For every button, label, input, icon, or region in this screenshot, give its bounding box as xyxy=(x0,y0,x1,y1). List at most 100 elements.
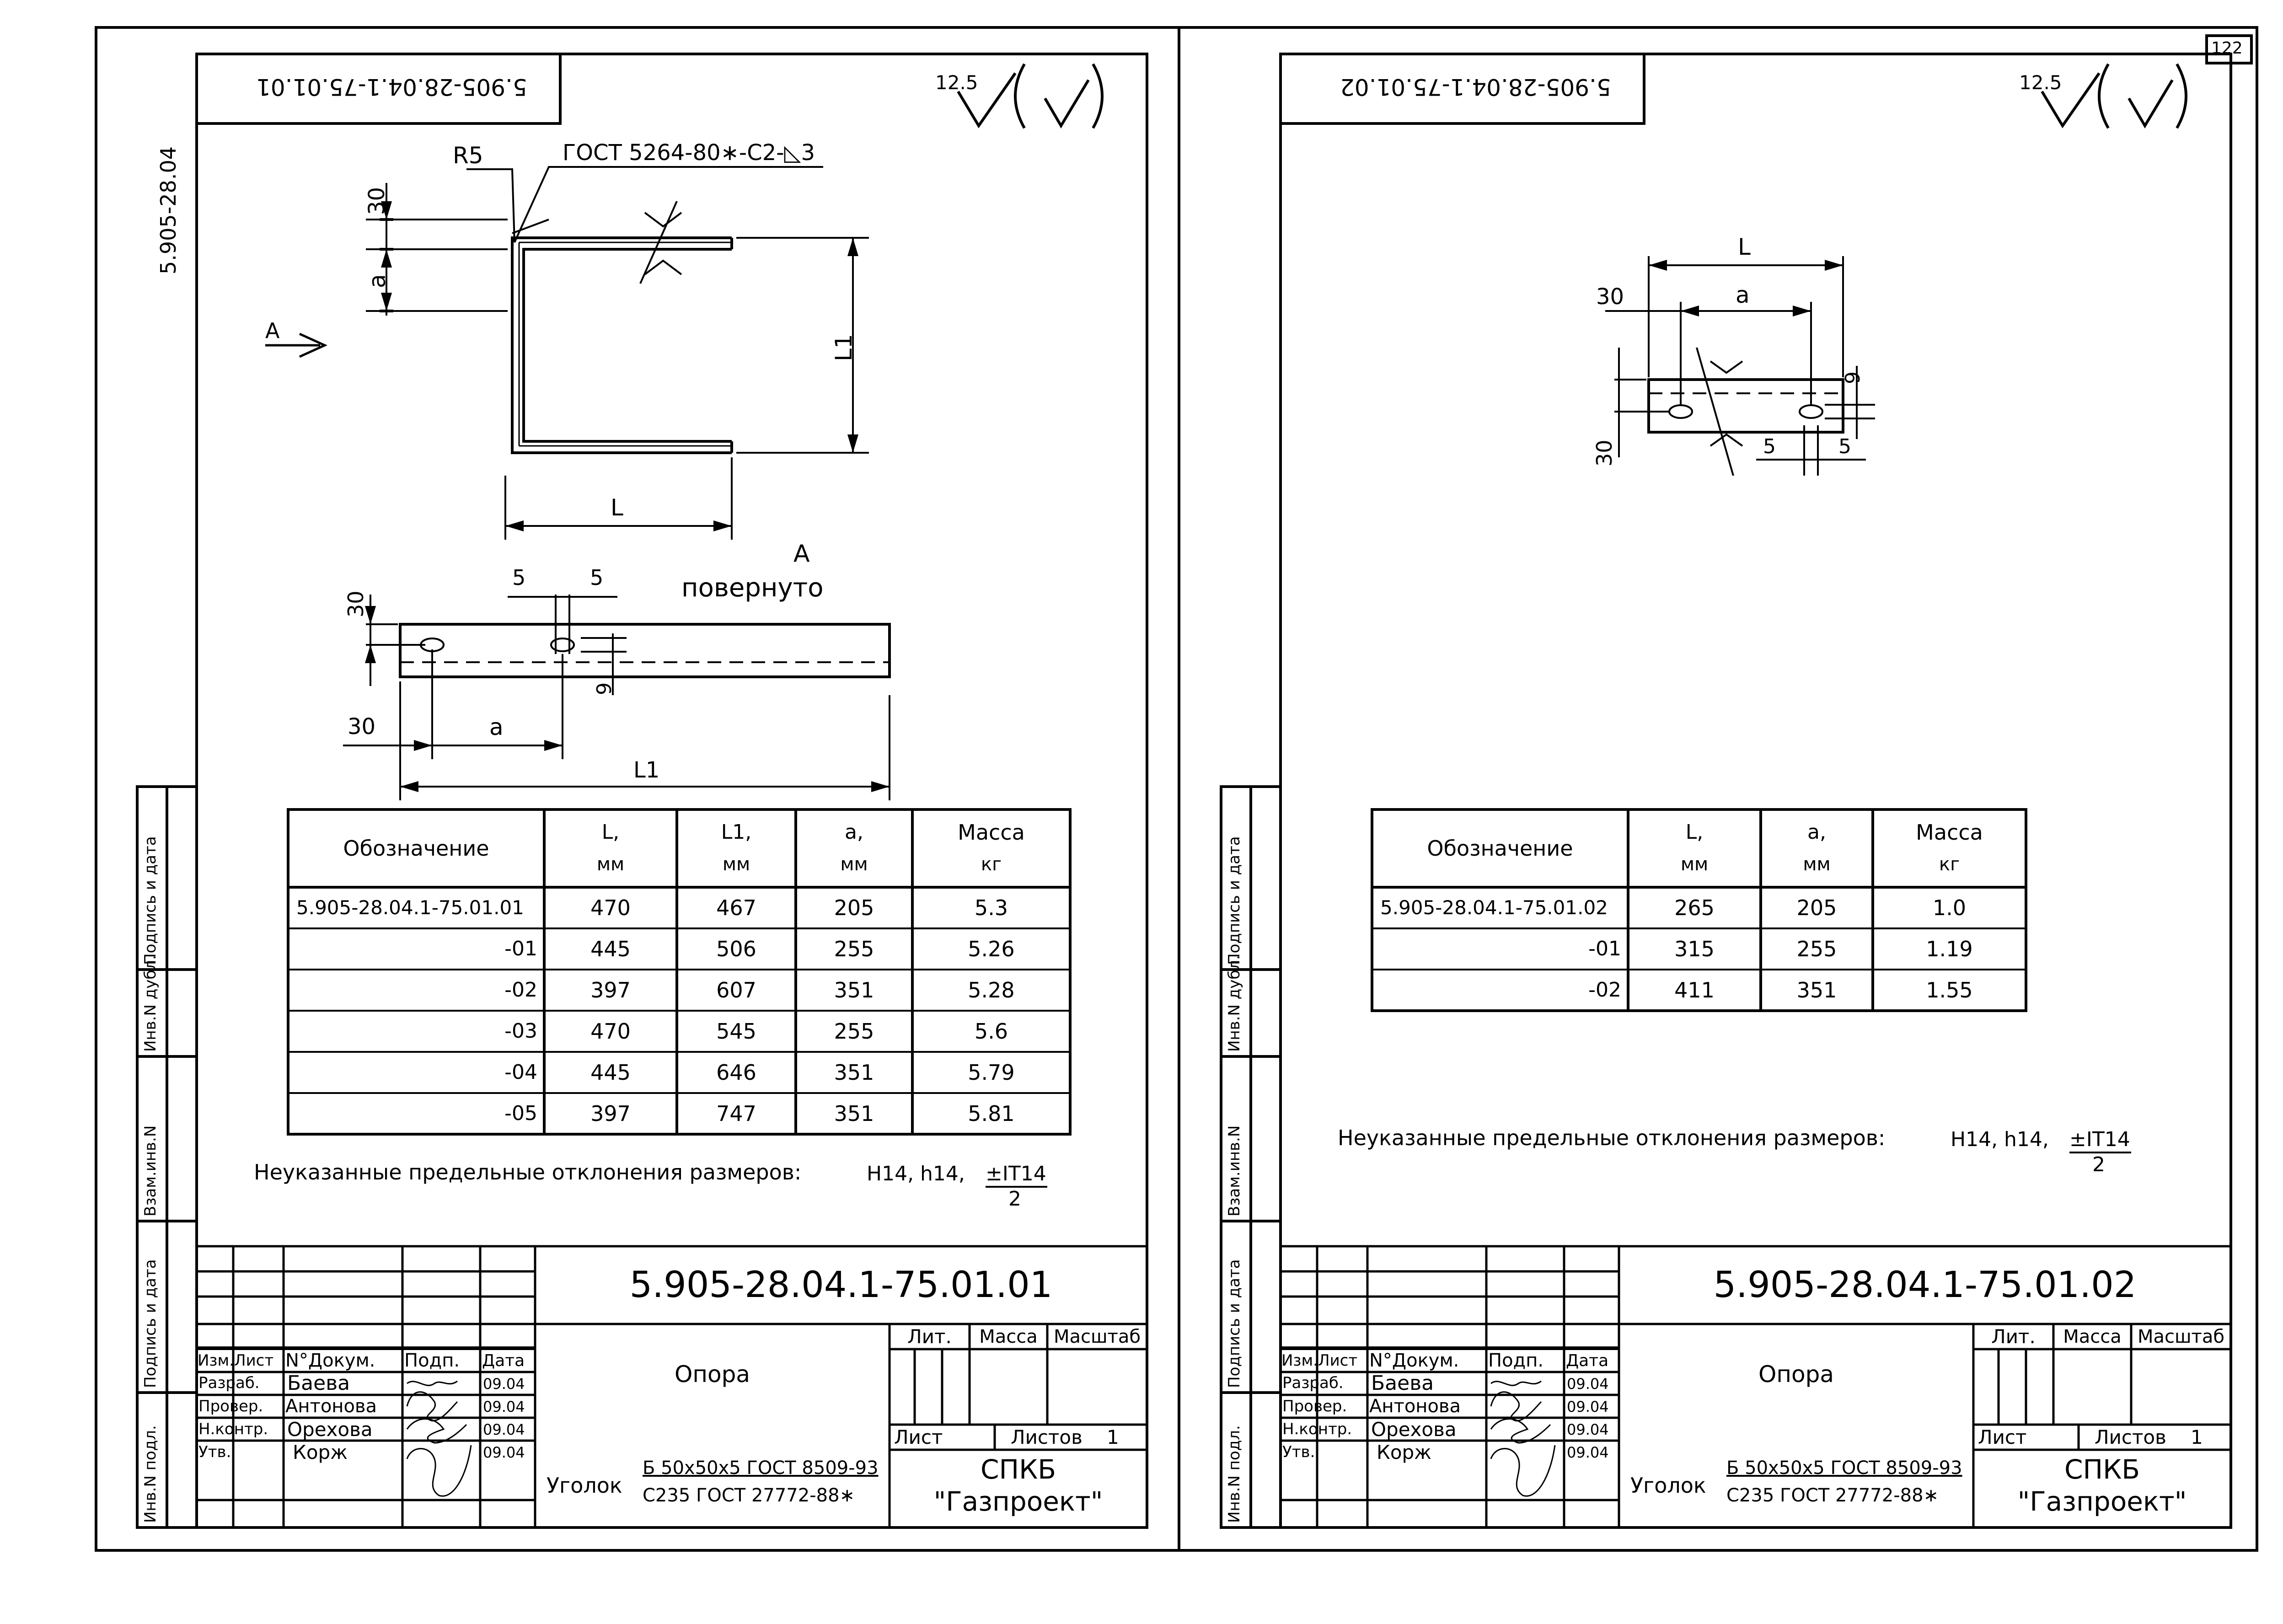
table-cell: 351 xyxy=(834,1060,874,1085)
stamp-header: Лист xyxy=(234,1351,274,1370)
stamp-header: Лист xyxy=(1318,1351,1358,1370)
table-cell: 351 xyxy=(834,1101,874,1126)
title-org-2: "Газпроект" xyxy=(2017,1485,2187,1517)
side-stamp-label: Взам.инв.N xyxy=(141,1125,160,1217)
dim-L1: L1 xyxy=(831,334,857,361)
dim-5: 5 xyxy=(512,565,526,590)
title-designation: 5.905-28.04.1-75.01.02 xyxy=(1713,1265,2137,1306)
dim-30: 30 xyxy=(364,187,390,215)
staff-date: 09.04 xyxy=(483,1375,525,1393)
side-stamp-label: Подпись и дата xyxy=(141,1259,160,1388)
tolerance-note: Неуказанные предельные отклонения размер… xyxy=(254,1160,802,1185)
dim-30: 30 xyxy=(1596,284,1624,310)
staff-role: Н.контр. xyxy=(1282,1420,1352,1438)
table-cell: 467 xyxy=(716,895,756,920)
view-label: A xyxy=(793,540,810,568)
title-mass: Масса xyxy=(979,1326,1038,1347)
title-scale: Масштаб xyxy=(1053,1326,1141,1347)
table-cell: 5.905-28.04.1-75.01.01 xyxy=(296,896,524,919)
staff-name: Антонова xyxy=(1369,1396,1461,1417)
staff-role: Разраб. xyxy=(198,1374,260,1392)
table-header-unit: мм xyxy=(1803,854,1831,875)
table-cell: 351 xyxy=(1796,978,1837,1002)
material-label: Уголок xyxy=(1630,1473,1706,1498)
table-cell: -02 xyxy=(504,978,537,1002)
dim-5: 5 xyxy=(1763,435,1776,458)
table-header: Масса xyxy=(1916,820,1983,845)
staff-name: Антонова xyxy=(285,1396,377,1417)
table-cell: 5.905-28.04.1-75.01.02 xyxy=(1380,896,1608,919)
table-header-unit: кг xyxy=(1939,854,1960,875)
table-header: a, xyxy=(845,820,863,844)
dim-30: 30 xyxy=(343,590,368,617)
tolerance-fraction-num: ±IT14 xyxy=(986,1162,1046,1185)
table-cell: -01 xyxy=(504,937,537,960)
staff-role: Провер. xyxy=(1282,1397,1347,1415)
table-cell: 5.28 xyxy=(968,978,1015,1002)
table-header-unit: мм xyxy=(596,854,625,875)
table-header: L, xyxy=(601,820,620,844)
stamp-header: Изм. xyxy=(198,1351,234,1370)
stamp-header: Изм. xyxy=(1281,1351,1318,1370)
flipped-code: 5.905-28.04.1-75.01.01 xyxy=(256,74,527,100)
table-header: Обозначение xyxy=(1427,836,1573,861)
title-lit: Лит. xyxy=(907,1325,952,1348)
staff-date: 09.04 xyxy=(1567,1375,1609,1393)
dim-a: a xyxy=(1736,282,1750,308)
staff-role: Н.контр. xyxy=(198,1420,268,1438)
table-cell: 255 xyxy=(834,1019,874,1044)
title-org-1: СПКБ xyxy=(2064,1453,2140,1485)
tolerance-fraction-num: ±IT14 xyxy=(2069,1128,2130,1151)
table-header-unit: мм xyxy=(1680,854,1709,875)
tolerance-value: H14, h14, xyxy=(867,1162,965,1185)
title-sheet: Лист xyxy=(894,1426,943,1448)
tolerance-fraction-den: 2 xyxy=(2092,1153,2105,1176)
table-cell: 1.0 xyxy=(1932,895,1967,920)
staff-role: Провер. xyxy=(198,1397,263,1415)
plate-part xyxy=(1647,378,1844,434)
dim-30: 30 xyxy=(1592,439,1617,466)
material-line-1: Б 50х50х5 ГОСТ 8509-93 xyxy=(643,1458,879,1479)
dim-a: a xyxy=(489,714,504,740)
staff-date: 09.04 xyxy=(483,1398,525,1415)
table-cell: 1.55 xyxy=(1926,978,1973,1002)
table-cell: 545 xyxy=(716,1019,756,1044)
title-sheets: Листов xyxy=(2095,1426,2166,1448)
table-cell: -03 xyxy=(504,1019,537,1043)
table-cell: 5.3 xyxy=(974,895,1008,920)
signatures xyxy=(406,1380,1556,1497)
view-arrow-label: A xyxy=(265,318,280,343)
side-stamp-label: Инв.N подл. xyxy=(141,1425,160,1523)
dim-r5: R5 xyxy=(453,142,483,169)
table-cell: 5.79 xyxy=(968,1060,1015,1085)
stamp-header: Дата xyxy=(1566,1351,1609,1370)
stamp-header: N°Докум. xyxy=(1369,1350,1459,1371)
table-cell: 506 xyxy=(716,937,756,961)
outer-frame xyxy=(95,26,2258,1552)
table-cell: 5.26 xyxy=(968,937,1015,961)
table-cell: 397 xyxy=(590,978,631,1002)
table-cell: 255 xyxy=(834,937,874,961)
dim-L: L xyxy=(1738,234,1751,260)
table-cell: 470 xyxy=(590,1019,631,1044)
table-header: Обозначение xyxy=(343,836,489,861)
table-cell: 747 xyxy=(716,1101,756,1126)
dim-9: 9 xyxy=(1841,371,1865,384)
table-cell: -04 xyxy=(504,1061,537,1084)
weld-callout: ГОСТ 5264-80∗-C2-◺3 xyxy=(563,140,815,166)
page-number: 122 xyxy=(2211,39,2243,58)
dim-30: 30 xyxy=(348,714,376,740)
staff-name: Корж xyxy=(293,1441,348,1463)
staff-date: 09.04 xyxy=(483,1421,525,1438)
side-stamp-label: Инв.N дубл. xyxy=(1225,955,1243,1052)
staff-name: Баева xyxy=(1371,1372,1434,1395)
stamp-header: N°Докум. xyxy=(285,1350,375,1371)
view-a-bar xyxy=(399,623,891,678)
dim-9: 9 xyxy=(593,682,616,695)
staff-date: 09.04 xyxy=(1567,1444,1609,1461)
stamp-header: Подп. xyxy=(404,1350,460,1371)
table-cell: 1.19 xyxy=(1926,937,1973,961)
table-cell: 5.6 xyxy=(974,1019,1008,1044)
u-bracket-part xyxy=(511,236,733,454)
material-line-2: С235 ГОСТ 27772-88∗ xyxy=(643,1485,855,1506)
